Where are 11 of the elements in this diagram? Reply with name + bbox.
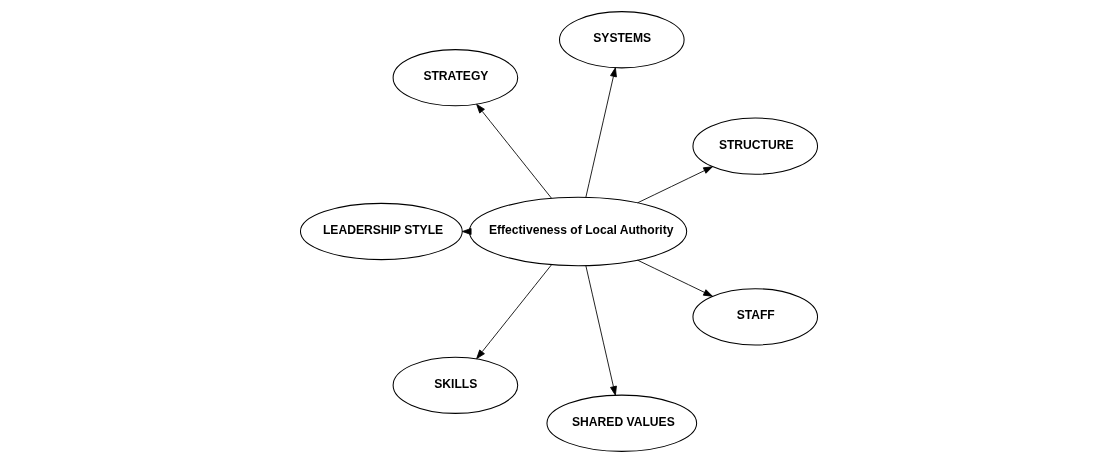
node-ellipse: STRATEGY (392, 49, 519, 107)
arrow (637, 259, 713, 297)
arrow (585, 67, 617, 198)
arrow (585, 265, 617, 396)
node-ellipse: SKILLS (392, 356, 519, 414)
node-ellipse: SYSTEMS (559, 11, 685, 69)
node-ellipse: SHARED VALUES (546, 394, 698, 452)
arrow (476, 264, 552, 360)
arrow (637, 166, 713, 204)
node-ellipse: LEADERSHIP STYLE (299, 202, 463, 261)
arrow (476, 103, 552, 199)
